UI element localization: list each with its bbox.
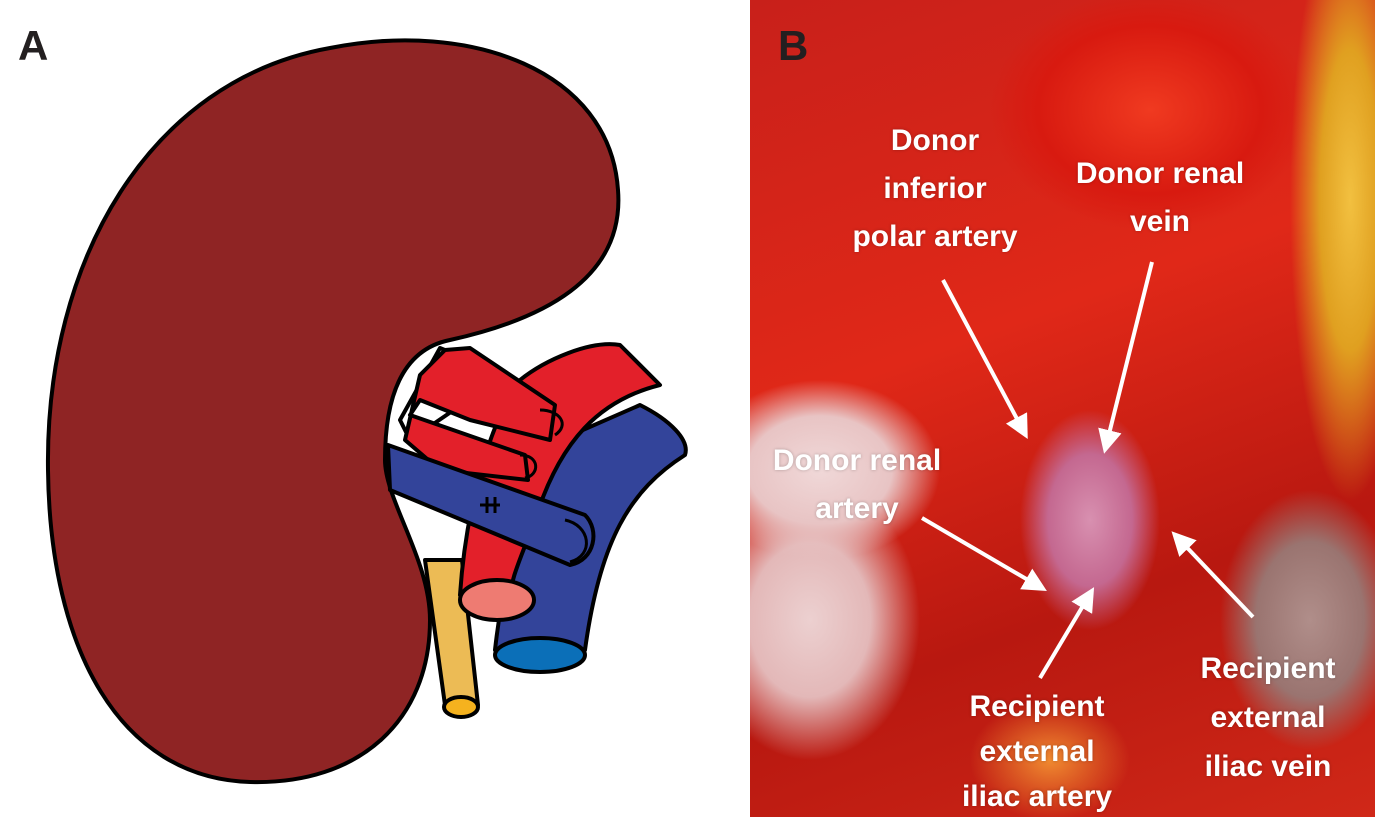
label-recipient-external-iliac-vein: Recipient external iliac vein	[1200, 644, 1335, 791]
artery-lumen	[458, 578, 536, 622]
label-line: Donor renal	[1075, 157, 1245, 190]
label-recipient-external-iliac-artery: Recipient external iliac artery	[962, 684, 1112, 817]
label-donor-renal-vein: Donor renal vein	[1076, 150, 1244, 246]
label-line: Recipient	[969, 690, 1105, 723]
panel-letter-b: B	[778, 22, 809, 69]
arrow-external-iliac-artery	[1038, 587, 1095, 680]
label-line: vein	[1129, 205, 1191, 238]
kidney-transplant-diagram	[45, 38, 688, 785]
label-line: Donor	[890, 124, 980, 157]
arrow-renal-vein	[1098, 261, 1154, 454]
label-line: iliac vein	[1204, 750, 1332, 783]
label-line: external	[1210, 701, 1326, 734]
surgical-photo	[750, 0, 1375, 817]
label-line: polar artery	[852, 220, 1018, 253]
label-line: inferior	[883, 172, 987, 205]
arrow-external-iliac-vein	[1171, 531, 1255, 619]
sutures	[480, 408, 588, 564]
arrow-renal-artery	[920, 516, 1047, 592]
label-line: external	[979, 735, 1095, 768]
label-line: Donor renal	[772, 444, 942, 477]
vein-lumen	[493, 636, 587, 674]
arrow-inferior-polar-artery	[941, 279, 1028, 440]
label-line: Recipient	[1200, 652, 1336, 685]
label-donor-renal-artery: Donor renal artery	[773, 437, 941, 533]
label-line: iliac artery	[961, 780, 1113, 813]
kidney	[45, 38, 621, 785]
label-donor-inferior-polar-artery: Donor inferior polar artery	[852, 117, 1017, 261]
ureter-lumen	[442, 695, 480, 719]
donor-polar-artery	[403, 346, 557, 482]
label-line: artery	[815, 492, 899, 525]
panel-letter-a: A	[18, 22, 49, 69]
